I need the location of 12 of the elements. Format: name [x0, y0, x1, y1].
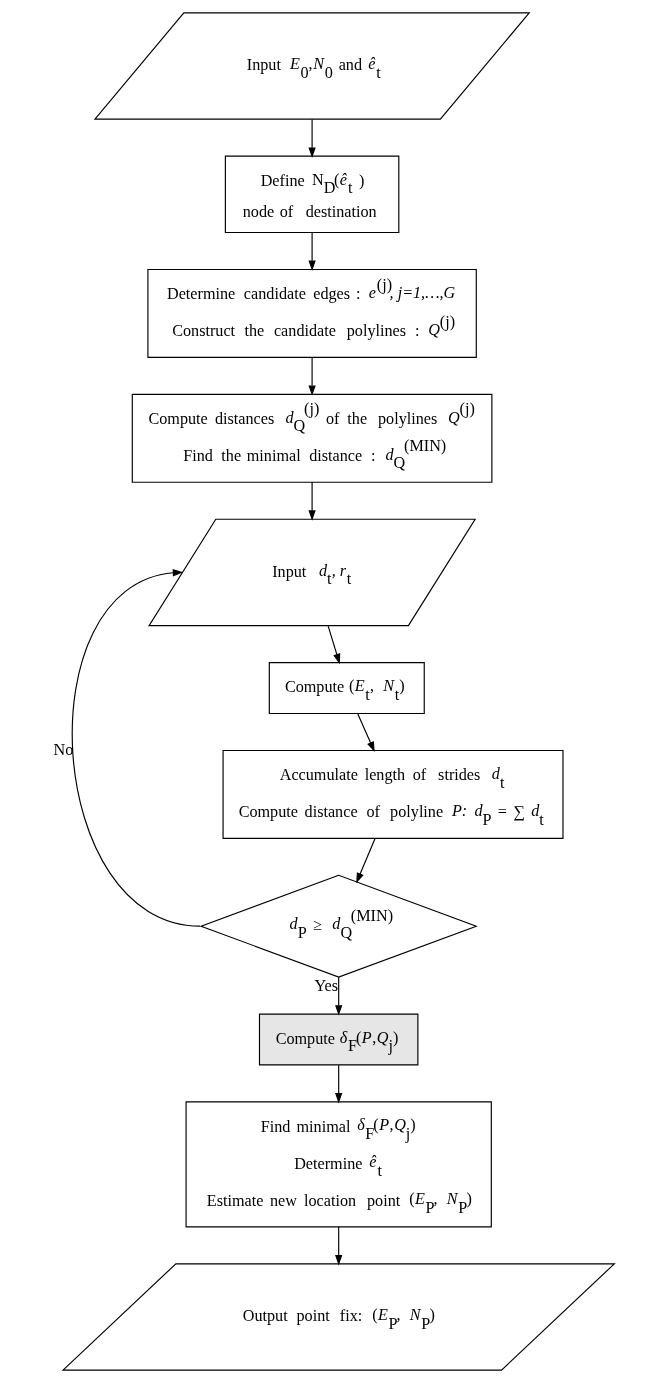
arrow	[334, 1064, 342, 1104]
arrow	[307, 356, 316, 396]
arrow	[355, 838, 375, 884]
arrow	[327, 625, 340, 665]
arrow	[307, 232, 316, 272]
arrow	[71, 569, 201, 927]
arrow	[307, 481, 316, 521]
arrow	[356, 713, 375, 753]
arrow	[307, 118, 316, 158]
arrow	[334, 1226, 342, 1266]
edge-label: Yes	[313, 977, 338, 995]
arrow	[334, 976, 342, 1016]
